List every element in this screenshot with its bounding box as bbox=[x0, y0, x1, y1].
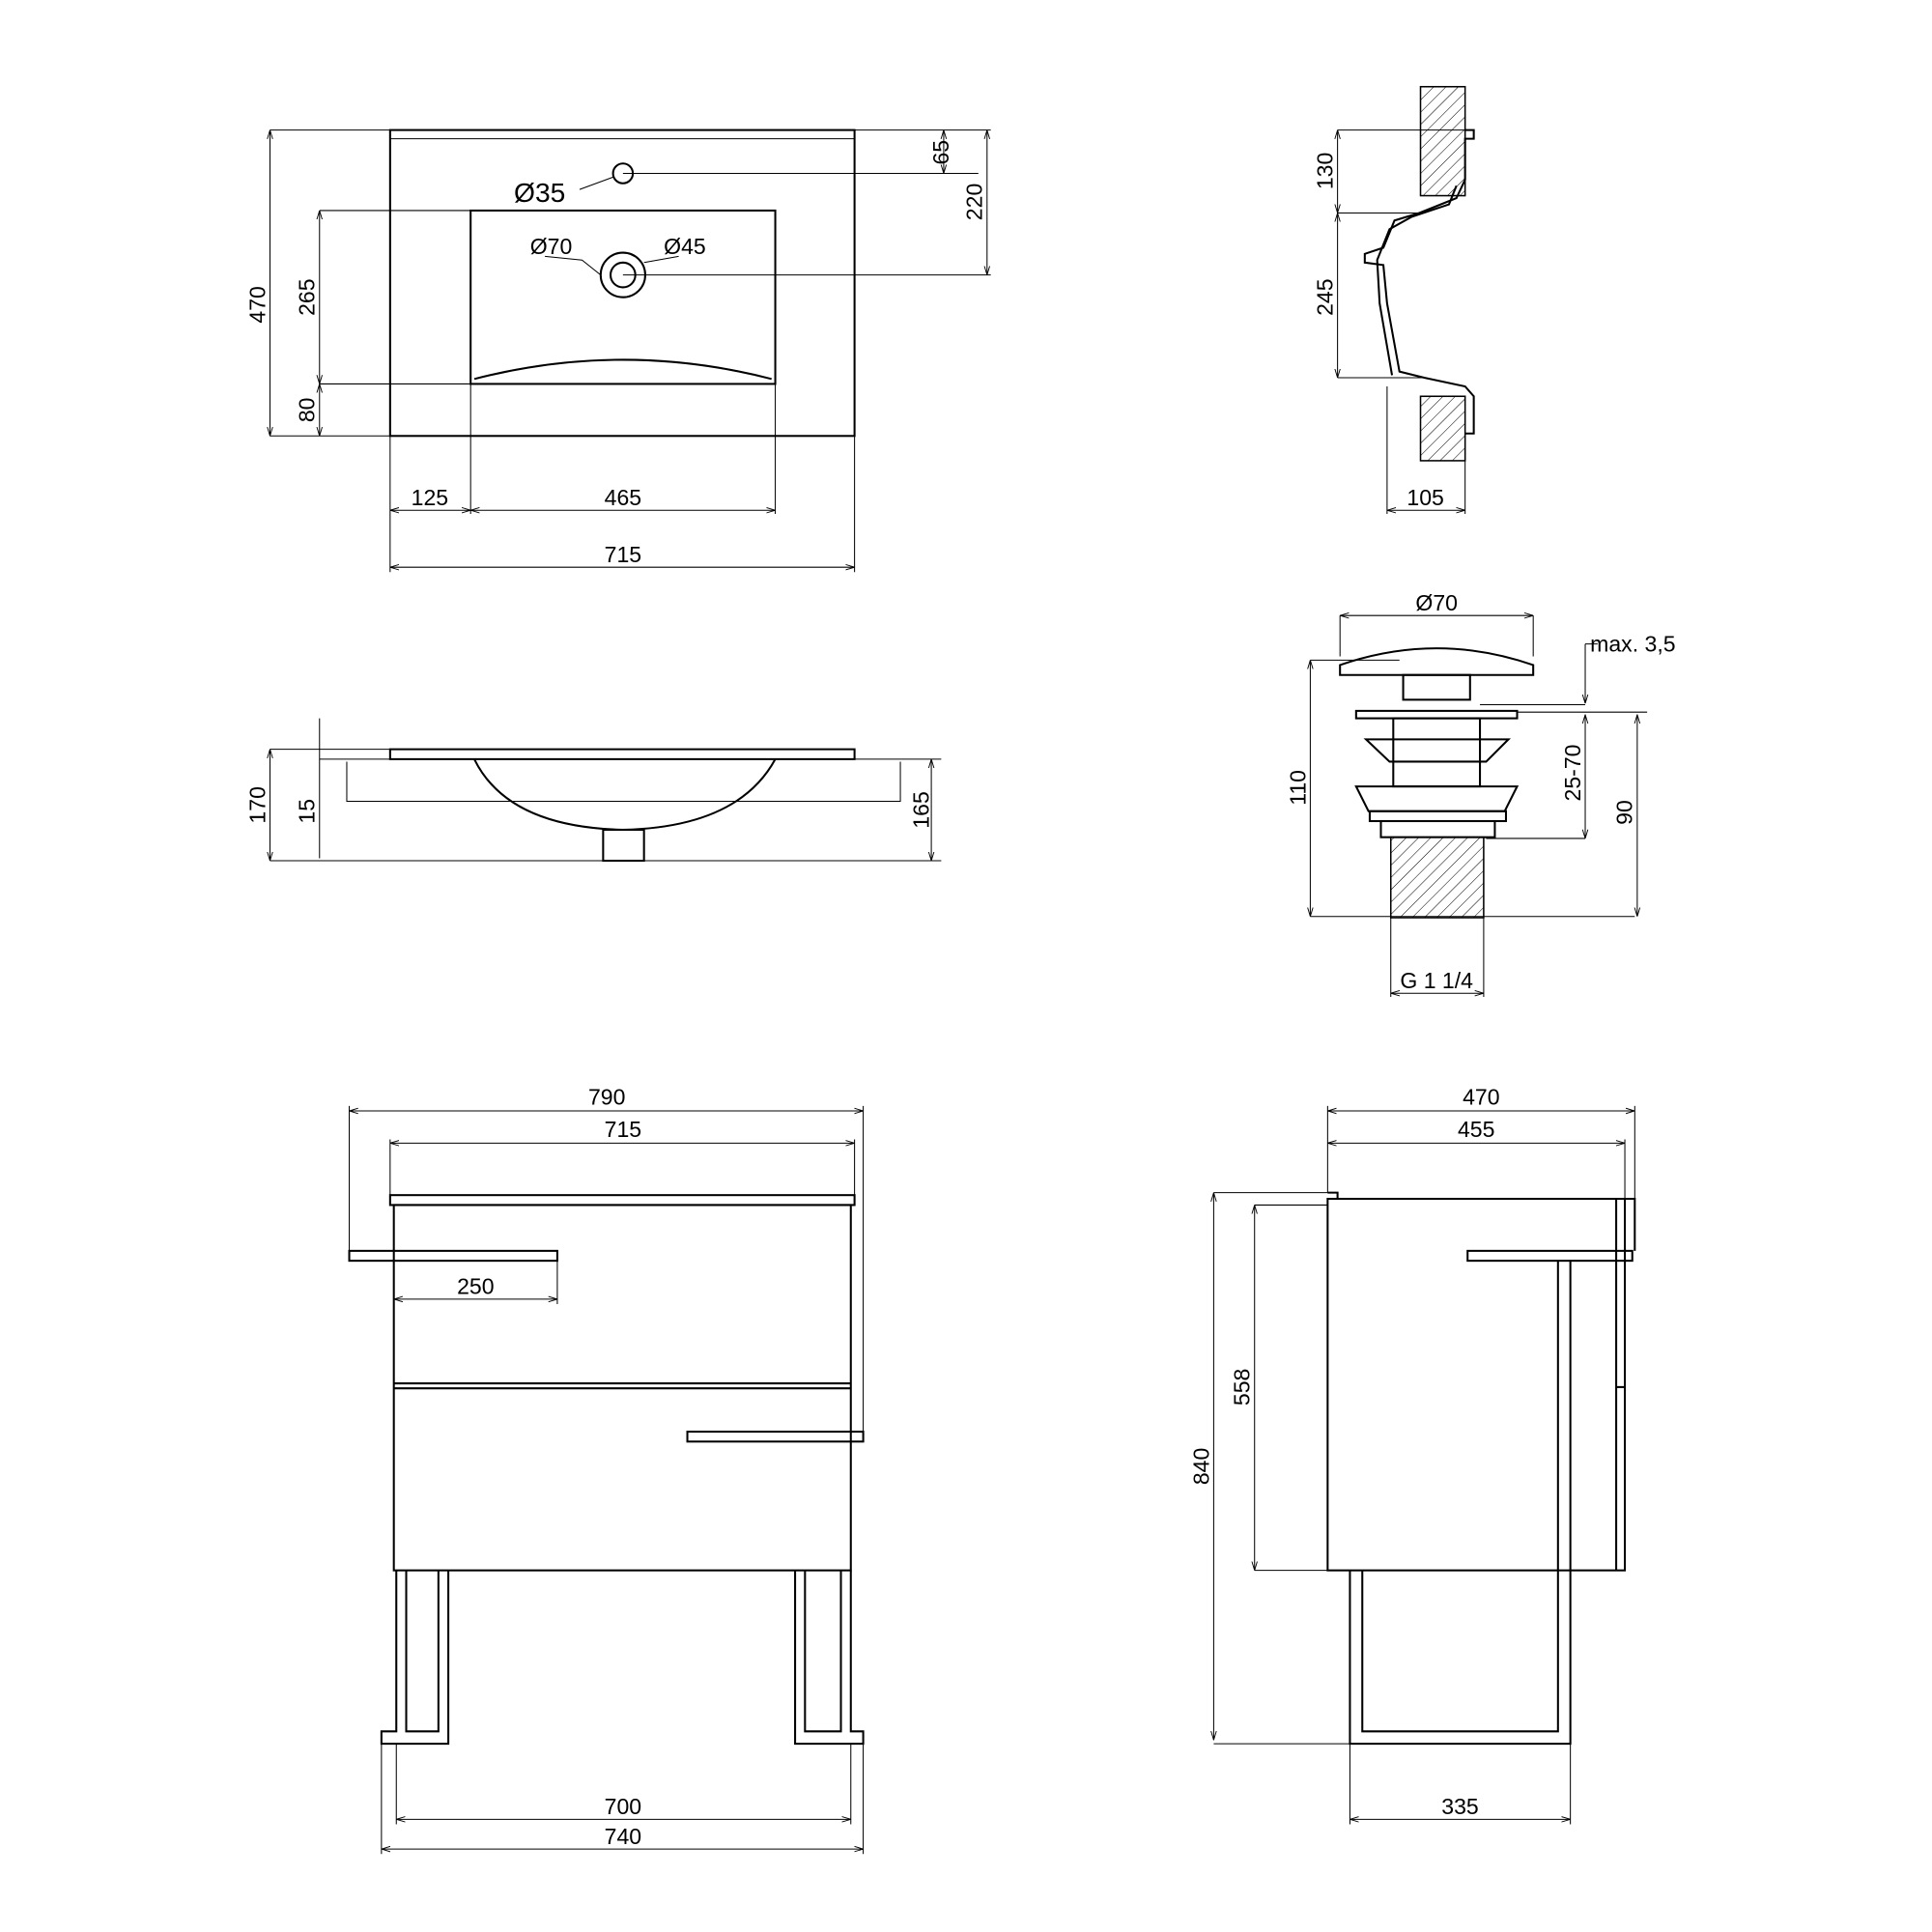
drain-offset-label: 220 bbox=[962, 184, 987, 220]
adjust-label: 25-70 bbox=[1560, 745, 1585, 802]
sink-top-view: Ø35 Ø70 Ø45 470 265 80 220 65 125 465 71… bbox=[244, 128, 991, 573]
height-label: 170 bbox=[244, 786, 270, 823]
top-width-label: 715 bbox=[605, 1117, 641, 1142]
basin-label: 245 bbox=[1312, 278, 1337, 315]
drain-diameter-label: Ø70 bbox=[1415, 590, 1458, 615]
thread bbox=[1389, 836, 1485, 919]
total-width-label: 715 bbox=[605, 542, 641, 567]
drain-outer-label: Ø70 bbox=[530, 234, 573, 259]
cabinet-front-view: 790 715 250 700 740 bbox=[348, 1085, 865, 1855]
tap-diameter-label: Ø35 bbox=[514, 177, 565, 208]
basin-depth-label: 265 bbox=[295, 278, 320, 315]
thread-label: G 1 1/4 bbox=[1400, 968, 1473, 993]
overflow-label: 165 bbox=[909, 791, 934, 828]
inner-legs-label: 700 bbox=[605, 1794, 641, 1819]
max-label: max. 3,5 bbox=[1590, 631, 1675, 656]
depth-label: 470 bbox=[244, 286, 270, 323]
handle-length-label: 250 bbox=[457, 1274, 494, 1299]
front-margin-label: 80 bbox=[295, 398, 320, 423]
overall-width-label: 790 bbox=[588, 1085, 625, 1110]
back-label: 130 bbox=[1312, 153, 1337, 189]
handle-bottom bbox=[686, 1431, 865, 1443]
body-label: 90 bbox=[1612, 800, 1637, 825]
total-height-label: 840 bbox=[1188, 1448, 1213, 1485]
tap-offset-label: 65 bbox=[928, 140, 953, 165]
cabinet-side-view: 470 455 840 558 335 bbox=[1188, 1085, 1636, 1825]
wall-label: 105 bbox=[1406, 485, 1443, 510]
handle-top bbox=[348, 1249, 558, 1263]
side-overall-label: 470 bbox=[1463, 1085, 1499, 1110]
sink-front-section: 170 15 165 bbox=[244, 718, 942, 863]
outer-legs-label: 740 bbox=[605, 1824, 641, 1849]
drain-inner-label: Ø45 bbox=[664, 234, 706, 259]
drain-valve: Ø70 max. 3,5 110 25-70 90 G 1 1/4 bbox=[1285, 590, 1676, 998]
basin-width-label: 465 bbox=[605, 485, 641, 510]
slab-label: 15 bbox=[295, 799, 320, 824]
body-height-label: 558 bbox=[1230, 1369, 1255, 1406]
leg-depth-label: 335 bbox=[1441, 1794, 1478, 1819]
side-handle bbox=[1466, 1249, 1634, 1263]
sink-side-section: 130 245 105 bbox=[1312, 85, 1475, 515]
side-margin-label: 125 bbox=[412, 485, 448, 510]
drain-height-label: 110 bbox=[1285, 770, 1310, 806]
side-top-label: 455 bbox=[1458, 1117, 1494, 1142]
